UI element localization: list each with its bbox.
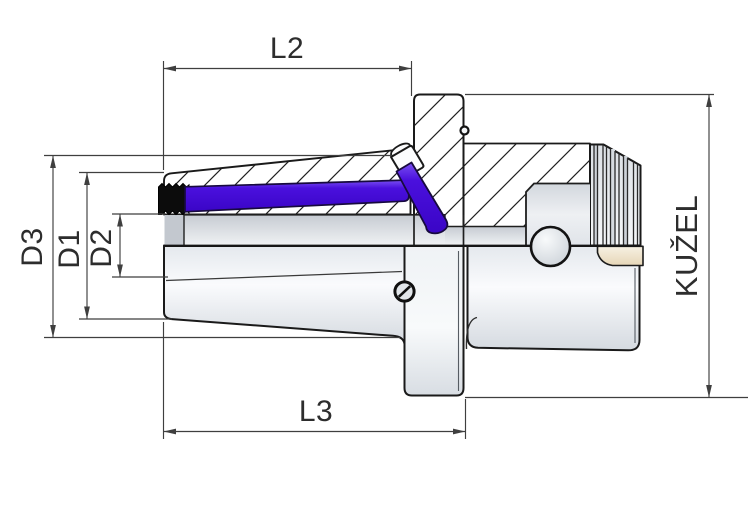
holder-body bbox=[158, 93, 644, 397]
flange-fillet-arc bbox=[465, 316, 478, 350]
label-l2: L2 bbox=[270, 32, 304, 65]
flange-lower bbox=[403, 244, 465, 397]
dimension-d3 bbox=[44, 154, 400, 339]
groove-section bbox=[589, 143, 642, 247]
clamp-ball bbox=[529, 225, 572, 268]
label-l3: L3 bbox=[299, 395, 333, 428]
dimensions bbox=[44, 61, 748, 439]
dimension-labels: L2 L3 D3 D1 D2 KUŽEL bbox=[16, 32, 704, 428]
dimension-l3 bbox=[162, 322, 467, 439]
dimension-d2 bbox=[112, 213, 168, 278]
flange-notch bbox=[459, 125, 470, 136]
dimension-kuzel bbox=[465, 93, 748, 399]
taper-shank-lower bbox=[163, 244, 406, 345]
thread-plug bbox=[158, 182, 190, 216]
bore-band bbox=[184, 214, 445, 246]
clamp-body-lower bbox=[462, 244, 641, 352]
bore-band-small bbox=[445, 226, 526, 246]
drawbar-wedge bbox=[395, 161, 449, 235]
set-screw bbox=[393, 280, 416, 303]
label-d1: D1 bbox=[53, 229, 86, 268]
label-d2: D2 bbox=[85, 228, 118, 267]
nose-counterbore bbox=[164, 215, 184, 245]
dimension-l2 bbox=[162, 61, 413, 170]
dimension-d1 bbox=[79, 171, 172, 320]
label-d3: D3 bbox=[16, 227, 49, 266]
groove-lines bbox=[593, 144, 639, 245]
label-kuzel: KUŽEL bbox=[669, 195, 704, 297]
bore-silhouette-line bbox=[165, 270, 403, 282]
taper-step-beige bbox=[596, 245, 644, 267]
